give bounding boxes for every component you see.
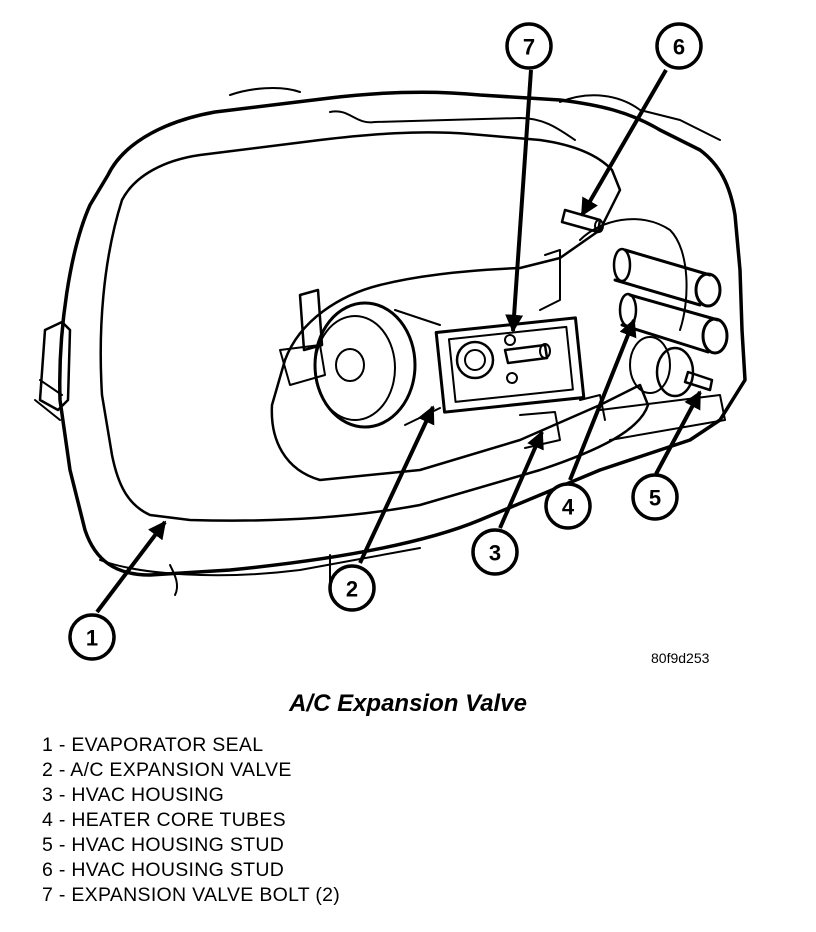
- leader-3: [498, 430, 544, 529]
- legend-item: 2 - A/C EXPANSION VALVE: [42, 759, 292, 781]
- leader-1: [95, 520, 167, 614]
- legend-item: 5 - HVAC HOUSING STUD: [42, 834, 285, 856]
- figure-id: 80f9d253: [651, 650, 710, 666]
- legend-item: 1 - EVAPORATOR SEAL: [42, 734, 264, 756]
- evaporator-seal-outline: [99, 131, 650, 522]
- callout-circle-2: [328, 564, 376, 612]
- legend-item: 3 - HVAC HOUSING: [42, 784, 225, 806]
- hvac-housing-shell: [58, 90, 747, 577]
- legend-item: 7 - EXPANSION VALVE BOLT (2): [42, 884, 341, 906]
- callout-circle-3: [471, 528, 519, 576]
- callout-circle-6: [655, 22, 703, 70]
- callout-label-6: 6: [673, 35, 685, 60]
- callout-circle-1: [68, 613, 116, 661]
- callout-circle-5: [631, 473, 679, 521]
- callout-label-1: 1: [86, 626, 98, 651]
- callouts: [68, 22, 703, 661]
- leader-6: [580, 68, 668, 217]
- hvac-housing-stud-lower: [683, 370, 714, 392]
- callout-label-2: 2: [346, 577, 358, 602]
- leader-2: [358, 405, 435, 564]
- legend-item: 4 - HEATER CORE TUBES: [42, 809, 286, 831]
- callout-label-3: 3: [489, 541, 501, 566]
- callout-label-7: 7: [523, 35, 535, 60]
- callout-label-5: 5: [649, 486, 661, 511]
- callout-label-4: 4: [562, 495, 575, 520]
- leader-7: [505, 69, 533, 333]
- figure-caption: A/C Expansion Valve: [289, 690, 527, 717]
- leader-5: [654, 390, 702, 475]
- callout-circle-7: [505, 22, 553, 70]
- leader-4: [568, 318, 637, 481]
- parts-legend: 1 - EVAPORATOR SEAL 2 - A/C EXPANSION VA…: [42, 733, 340, 908]
- expansion-valve-illustration: 1 2 3 4 5 6 7: [34, 22, 747, 661]
- legend-item: 6 - HVAC HOUSING STUD: [42, 859, 285, 881]
- callout-circle-4: [544, 482, 592, 530]
